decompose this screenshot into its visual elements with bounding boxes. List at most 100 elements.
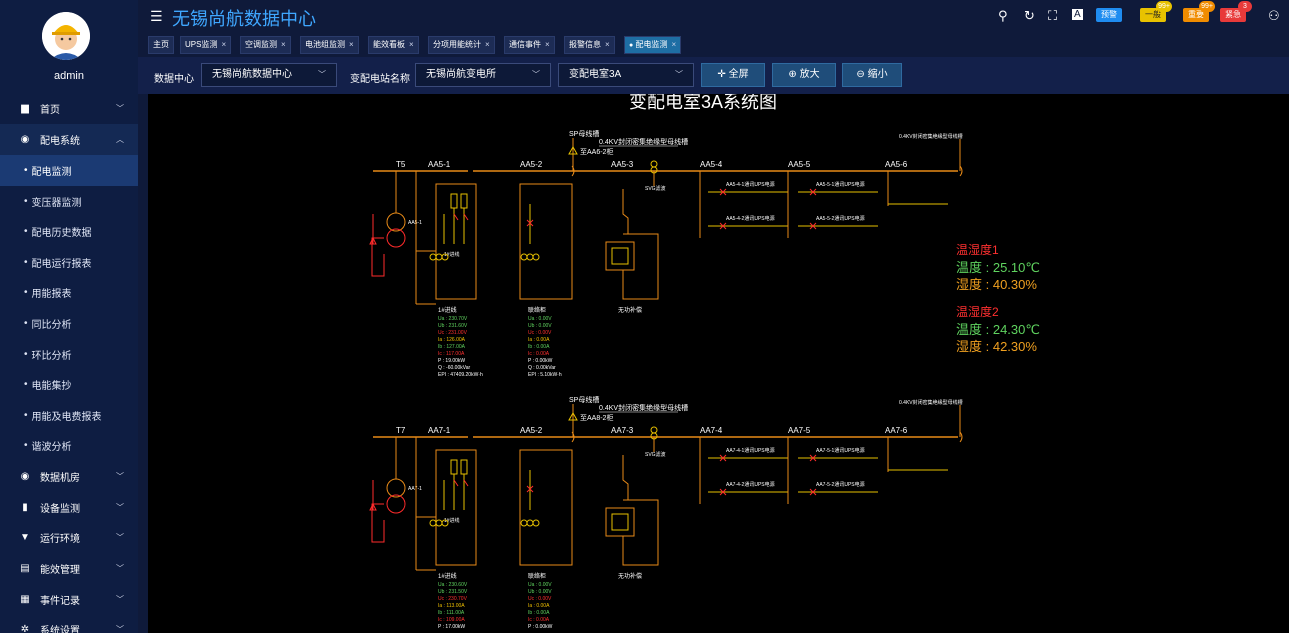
station-select[interactable]: 无锡尚航变电所﹀	[415, 63, 551, 87]
tab-power-monitor[interactable]: ● 配电监测×	[624, 36, 682, 54]
compensator-icon	[605, 241, 635, 271]
feeder-cabinet	[435, 183, 477, 300]
feeder-metric: Ic : 109.00A	[438, 617, 465, 623]
close-icon[interactable]: ×	[409, 40, 414, 49]
close-icon[interactable]: ×	[221, 40, 227, 49]
tab-home[interactable]: 主页	[148, 36, 174, 54]
sidebar-item-label: 系统设置	[40, 626, 80, 633]
search-icon[interactable]: ⚲	[998, 8, 1008, 23]
red-loop-line	[371, 503, 385, 543]
tie-metric: Ic : 0.00A	[528, 617, 550, 623]
fullscreen-icon[interactable]: ⛶	[1048, 8, 1058, 23]
cabinet-label: AA5-1	[428, 160, 451, 169]
sidebar-item-power-history[interactable]: • 配电历史数据	[24, 226, 92, 239]
tie-name: 联络柜	[528, 572, 546, 580]
tab-aircon[interactable]: 空调监测×	[240, 36, 291, 54]
env1-humidity: 湿度 : 40.30%	[956, 277, 1037, 292]
feeder-name: 1#进线	[438, 306, 457, 314]
fullscreen-button[interactable]: ✛ 全屏	[701, 63, 765, 87]
sidebar-item-label: 谐波分析	[31, 442, 72, 453]
sidebar-item-power-monitor[interactable]: • 配电监测	[0, 155, 138, 186]
ups-label: AA7-5-2通讯UPS电源	[816, 481, 865, 488]
sidebar-item-power-system[interactable]: ◉ 配电系统 ︿	[0, 124, 138, 155]
alarm-button[interactable]: 预警	[1096, 8, 1122, 22]
sidebar-item-system-settings[interactable]: ✲ 系统设置 ﹀	[0, 614, 138, 633]
feeder-name: 1#进线	[438, 572, 457, 580]
datacenter-select[interactable]: 无锡尚航数据中心﹀	[201, 63, 337, 87]
tab-comm-events[interactable]: 通信事件×	[504, 36, 555, 54]
sidebar-item-label: 配电监测	[31, 167, 72, 178]
refresh-icon[interactable]: ↻	[1024, 8, 1035, 23]
important-alarm-label: 重要	[1188, 10, 1204, 19]
sidebar-item-device-monitor[interactable]: ▮ 设备监测 ﹀	[0, 492, 138, 523]
tab-alarm-info[interactable]: 报警信息×	[564, 36, 615, 54]
tie-metric: P : 0.00kW	[528, 358, 553, 364]
tab-battery[interactable]: 电池组监测×	[300, 36, 359, 54]
document-icon: ▦	[20, 594, 30, 605]
close-icon[interactable]: ×	[349, 40, 354, 49]
sidebar-item-yoy-analysis[interactable]: • 同比分析	[24, 318, 72, 331]
sidebar-item-meter-reading[interactable]: • 电能集抄	[24, 379, 72, 392]
app-title: 无锡尚航数据中心	[172, 9, 316, 29]
zoom-in-button[interactable]: ⊕ 放大	[772, 63, 836, 87]
room-select[interactable]: 变配电室3A﹀	[558, 63, 694, 87]
zoom-out-button-label: 缩小	[867, 69, 888, 80]
sidebar-item-energy-bill[interactable]: • 用能及电费报表	[24, 410, 102, 423]
sidebar-item-power-report[interactable]: • 配电运行报表	[24, 257, 92, 270]
cabinet-label: AA5-2	[520, 160, 543, 169]
cabinet-label: AA5-4	[700, 160, 723, 169]
ups-label: AA7-4-2通讯UPS电源	[726, 481, 775, 488]
sidebar-item-datacenter-room[interactable]: ◉ 数据机房 ﹀	[0, 461, 138, 492]
chevron-down-icon: ﹀	[116, 104, 124, 113]
sidebar-item-harmonic[interactable]: • 谐波分析	[24, 440, 72, 453]
env1-name: 温湿度1	[956, 242, 999, 257]
feeder-metric: Ub : 231.50V	[438, 589, 468, 595]
sidebar-item-label: 用能报表	[31, 289, 72, 300]
sidebar-item-mom-analysis[interactable]: • 环比分析	[24, 349, 72, 362]
sidebar-item-home[interactable]: ▆ 首页 ﹀	[0, 93, 138, 124]
sidebar-item-label: 变压器监测	[31, 198, 82, 209]
sidebar-item-energy-report[interactable]: • 用能报表	[24, 287, 72, 300]
chevron-down-icon: ﹀	[116, 503, 124, 512]
compensator-name: 无功补偿	[618, 306, 642, 314]
power-icon: ◉	[20, 134, 30, 145]
zoom-out-button[interactable]: ⊖ 缩小	[842, 63, 902, 87]
general-alarm-count: 99+	[1156, 1, 1172, 12]
transformer-label: T5	[396, 160, 406, 169]
env2-temp: 温度 : 24.30℃	[956, 322, 1040, 337]
sidebar-item-environment[interactable]: ▼ 运行环境 ﹀	[0, 522, 138, 553]
ups-label: AA7-4-1通讯UPS电源	[726, 447, 775, 454]
user-icon[interactable]: ⚇	[1268, 8, 1280, 23]
env1-temp: 温度 : 25.10℃	[956, 260, 1040, 275]
sidebar-item-energy-efficiency[interactable]: ▤ 能效管理 ﹀	[0, 553, 138, 584]
sidebar-item-event-log[interactable]: ▦ 事件记录 ﹀	[0, 584, 138, 615]
menu-toggle-icon[interactable]: ☰	[150, 8, 163, 24]
tab-efficiency-board[interactable]: 能效看板×	[368, 36, 419, 54]
cabinet-label: AA5-5	[788, 160, 811, 169]
tie-metric: Ib : 0.00A	[528, 610, 550, 616]
close-icon[interactable]: ×	[605, 40, 610, 49]
arrow-up-icon	[568, 411, 578, 421]
feeder-meter-tag: 1#进线	[444, 517, 460, 524]
tab-energy-stats[interactable]: 分项用能统计×	[428, 36, 495, 54]
avatar[interactable]	[42, 12, 90, 60]
close-icon[interactable]: ×	[485, 40, 490, 49]
tie-cabinet	[519, 183, 573, 300]
sidebar-item-transformer-monitor[interactable]: • 变压器监测	[24, 196, 82, 209]
close-icon[interactable]: ×	[545, 40, 550, 49]
transformer-icon	[386, 228, 406, 248]
close-icon[interactable]: ×	[281, 40, 286, 49]
font-size-icon[interactable]: A	[1072, 9, 1083, 20]
bus-note: 0.4KV封闭密集绝缘型母线槽	[599, 403, 688, 412]
tie-metric: Q : 0.00kVar	[528, 365, 556, 371]
gear-icon: ✲	[20, 624, 30, 633]
close-icon[interactable]: ×	[671, 40, 677, 49]
tab-ups[interactable]: UPS监测×	[180, 36, 232, 54]
sidebar-item-label: 事件记录	[40, 596, 80, 607]
